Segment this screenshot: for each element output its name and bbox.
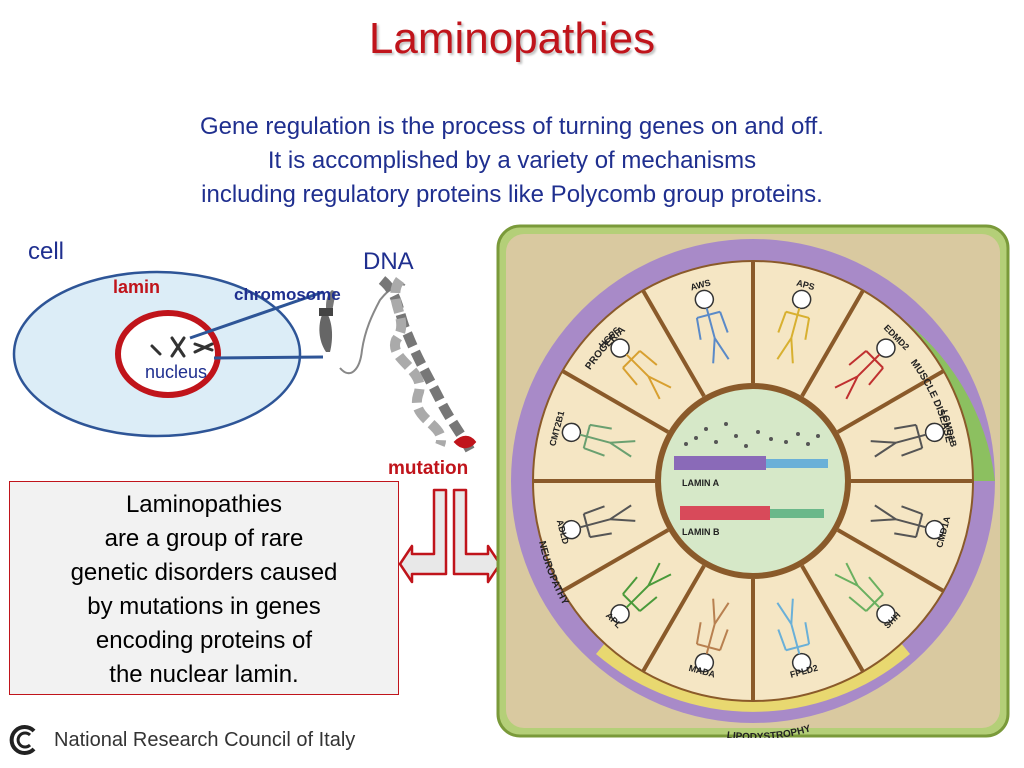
intro-line: It is accomplished by a variety of mecha…	[267, 147, 757, 174]
lamin-a-label: LAMIN A	[682, 478, 720, 488]
intro-line: including regulatory proteins like Polyc…	[201, 181, 823, 208]
intro-line: Gene regulation is the process of turnin…	[200, 113, 824, 140]
definition-line: Laminopathies	[125, 491, 283, 518]
patient-figure-icon	[870, 422, 945, 458]
wheel-spoke	[561, 528, 670, 593]
lamin-b-bar	[680, 506, 770, 520]
lipodystrophy-arc	[596, 637, 910, 712]
nucleus-lamin-ring	[115, 310, 221, 398]
definition-line: the nuclear lamin.	[109, 661, 299, 688]
definition-line: are a group of rare	[104, 525, 304, 552]
laminopathy-wheel: APSEDMD2LGMD1BCMD1ASHHFPLD2MADAAPLADLDCM…	[496, 224, 1010, 738]
definition-line: genetic disorders caused	[70, 559, 338, 586]
cell-diagram	[12, 270, 477, 453]
definition-line: encoding proteins of	[95, 627, 313, 654]
double-arrow-icon	[398, 488, 502, 584]
footer-org-name: National Research Council of Italy	[54, 728, 356, 751]
wheel-spoke	[561, 369, 670, 434]
patient-figure-icon	[776, 289, 812, 364]
lamin-b-tail	[770, 509, 824, 518]
patient-figure-icon	[776, 598, 812, 673]
connector-line	[189, 290, 324, 340]
lamin-b-label: LAMIN B	[682, 527, 720, 537]
dna-helix	[339, 276, 477, 453]
lamin-a-tail	[766, 459, 828, 468]
wheel-spoke	[836, 528, 945, 593]
intro-text: Gene regulation is the process of turnin…	[0, 110, 1024, 212]
patient-figure-icon	[870, 504, 945, 540]
cnr-logo-icon	[9, 725, 36, 755]
patient-figure-icon	[561, 504, 636, 540]
wheel-spoke	[641, 564, 706, 673]
wheel-spoke	[800, 289, 865, 398]
wheel-spokes	[533, 261, 973, 701]
definition-line: by mutations in genes	[87, 593, 321, 620]
patient-figure-icon	[561, 422, 636, 458]
patient-figure-icon	[610, 338, 672, 400]
wheel-figures	[561, 289, 945, 673]
dna-label: DNA	[363, 248, 414, 275]
page-title: Laminopathies	[368, 14, 656, 63]
patient-figure-icon	[610, 562, 672, 624]
disease-label: APS	[795, 278, 815, 292]
patient-figure-icon	[694, 598, 730, 673]
nucleus-chromosomes	[150, 336, 214, 358]
patient-figure-icon	[694, 289, 730, 364]
chromosome-shape	[319, 290, 336, 352]
wheel-spoke	[641, 289, 706, 398]
lamin-label: lamin	[113, 277, 161, 297]
wheel-spoke	[836, 369, 945, 434]
definition-box: Laminopathies are a group of rare geneti…	[9, 481, 399, 695]
nucleus-label: nucleus	[145, 362, 208, 382]
mutation-markers	[684, 422, 820, 448]
mutation-label: mutation	[388, 458, 469, 479]
chromosome-label: chromosome	[234, 285, 341, 304]
footer: National Research Council of Italy	[8, 720, 355, 760]
patient-figure-icon	[834, 562, 896, 624]
wheel-spoke	[800, 564, 865, 673]
connector-line	[213, 355, 324, 360]
patient-figure-icon	[834, 338, 896, 400]
cell-label: cell	[28, 238, 65, 265]
lamin-a-bar	[674, 456, 766, 470]
